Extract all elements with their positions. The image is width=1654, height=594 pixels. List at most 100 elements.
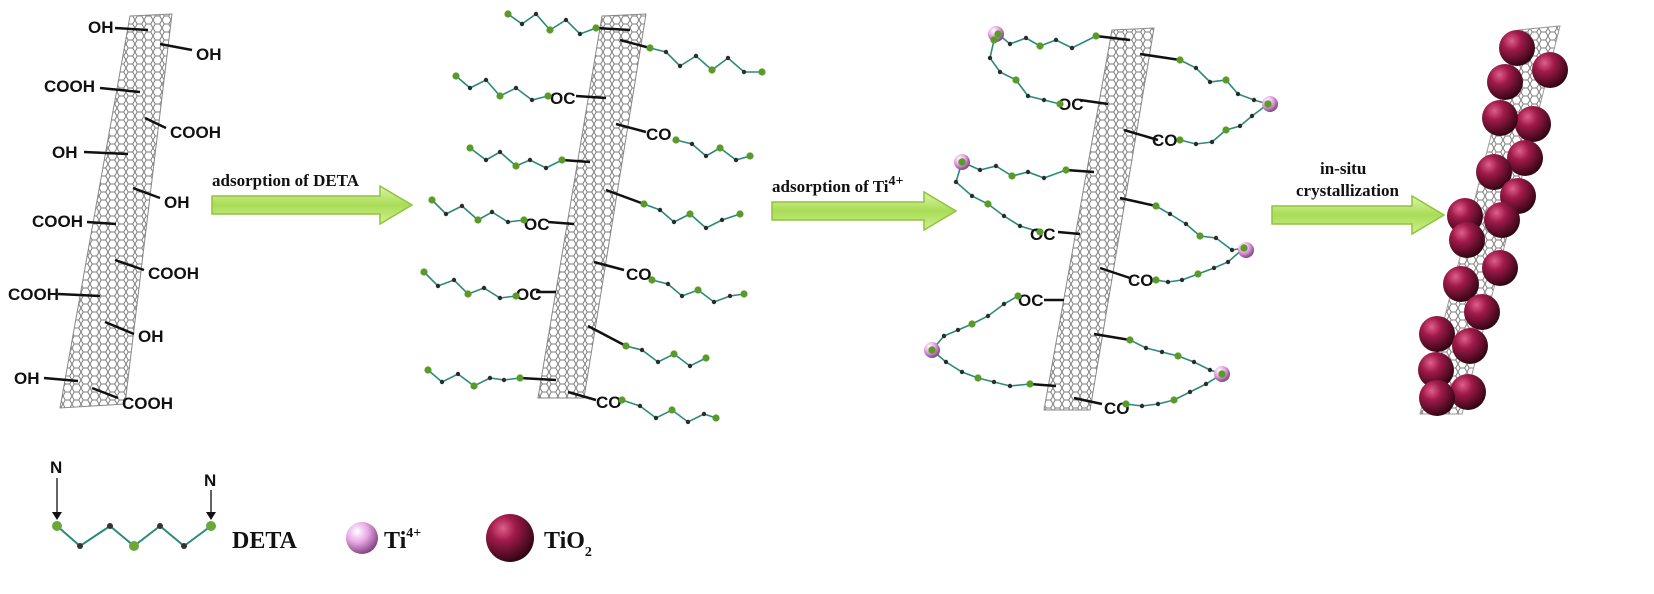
carbon-atom [1017,223,1023,229]
carbon-atom [487,375,493,381]
nitrogen-atom [474,216,482,224]
carbon-atom [1041,175,1047,181]
carbon-atom [1183,221,1189,227]
nitrogen-atom [640,200,648,208]
carbon-atom [577,31,583,37]
co-label: CO [1152,131,1178,150]
carbon-atom [741,69,747,75]
carbon-atom [1191,359,1197,365]
carbon-atom [977,167,983,173]
carbon-atom [665,281,671,287]
nitrogen-atom [670,350,678,358]
nitrogen-atom [1014,292,1022,300]
carbon-atom [1209,139,1215,145]
nitrogen-atom [1012,76,1020,84]
carbon-atom [637,403,643,409]
oc-label: OC [524,215,550,234]
carbon-atom [653,415,659,421]
carbon-atom [1023,35,1029,41]
carbon-atom [489,209,495,215]
carbon-atom [451,277,457,283]
nitrogen-atom [1152,202,1160,210]
carbon-atom [467,85,473,91]
tio2-particle [1452,328,1488,364]
carbon-atom [959,369,965,375]
carbon-atom [1211,265,1217,271]
legend-ti: Ti4+ [346,522,421,554]
carbon-atom [1235,91,1241,97]
nitrogen-atom [622,342,630,350]
carbon-atom [497,149,503,155]
nitrogen-atom [1222,126,1230,134]
carbon-atom [1041,97,1047,103]
tio2-particle [1419,380,1455,416]
legend: N N DETA Ti4+ TiO2 [50,458,592,562]
nitrogen-label: N [204,471,216,490]
carbon-atom [1053,37,1059,43]
nitrogen-atom [740,290,748,298]
carbon-atom [689,141,695,147]
nitrogen-atom [1176,56,1184,64]
carbon-atom [701,411,707,417]
carbon-atom [719,217,725,223]
carbon-atom [679,293,685,299]
tio2-particle [1450,374,1486,410]
nitrogen-atom [618,396,626,404]
nitrogen-atom [592,24,600,32]
carbon-atom [513,85,519,91]
carbon-atom [483,157,489,163]
nitrogen-atom [424,366,432,374]
nitrogen-atom [668,406,676,414]
tio2-particle [1482,250,1518,286]
carbon-atom [435,283,441,289]
carbon-atom [1193,65,1199,71]
carbon-atom [693,53,699,59]
tio2-icon [486,514,534,562]
nitrogen-atom [928,346,936,354]
nitrogen-atom [466,144,474,152]
nitrogen-atom [1174,352,1182,360]
arrow-adsorption-deta: adsorption of DETA [211,171,414,226]
group-label: OH [52,143,78,162]
nitrogen-atom [648,276,656,284]
nitrogen-atom [464,290,472,298]
group-label: OH [196,45,222,64]
group-label: COOH [8,285,59,304]
tio2-particle [1482,100,1518,136]
co-label: CO [1128,271,1154,290]
carbon-atom [1007,41,1013,47]
tio2-particle [1449,222,1485,258]
nitrogen-atom [1264,100,1272,108]
co-label: CO [626,265,652,284]
group-label: OH [164,193,190,212]
nitrogen-atom [1196,232,1204,240]
legend-tio2: TiO2 [486,514,592,562]
oc-label: OC [516,285,542,304]
carbon-atom [657,207,663,213]
oc-label: OC [1018,291,1044,310]
carbon-atom [985,313,991,319]
nitrogen-atom [672,136,680,144]
nitrogen-atom [1170,396,1178,404]
carbon-atom [1203,381,1209,387]
carbon-atom [1167,211,1173,217]
carbon-atom [439,379,445,385]
nitrogen-atom [1218,370,1226,378]
carbon-atom [991,379,997,385]
carbon-atom [943,359,949,365]
group-label: OH [14,369,40,388]
carbon-atom [543,165,549,171]
nitrogen-atom [968,320,976,328]
carbon-atom [501,377,507,383]
nitrogen-atom [496,92,504,100]
nitrogen-atom [504,10,512,18]
carbon-atom [993,163,999,169]
nitrogen-atom [520,216,528,224]
nitrogen-atom [1062,166,1070,174]
carbon-atom [455,371,461,377]
arrow-crystallization: in-situ crystallization [1271,159,1446,236]
carbon-atom [703,225,709,231]
legend-tio2-label: TiO2 [544,528,592,560]
carbon-atom [527,157,533,163]
nitrogen-atom [758,68,766,76]
